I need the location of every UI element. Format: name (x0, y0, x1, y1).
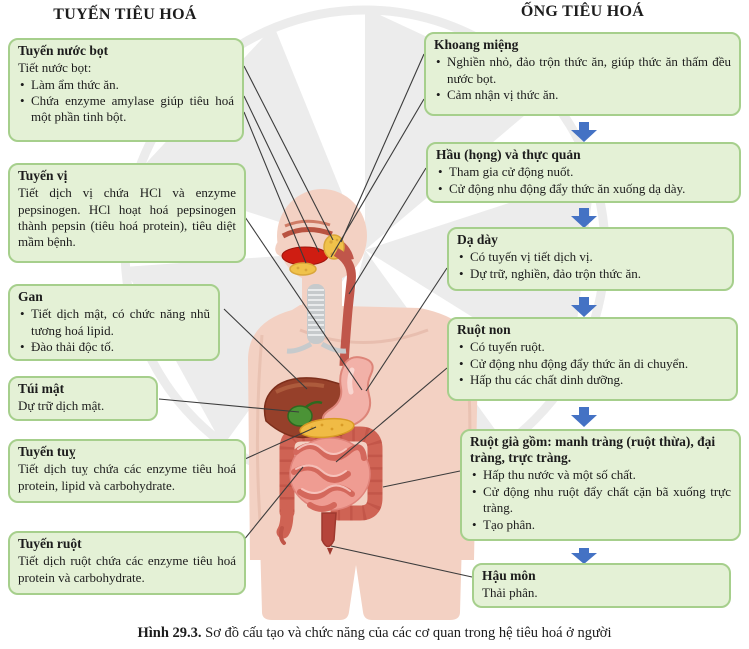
digestive-organs-illustration (263, 356, 383, 555)
stomach-illustration (321, 356, 374, 430)
figure-caption: Hình 29.3. Sơ đồ cấu tạo và chức năng củ… (0, 625, 749, 642)
flow-arrow-icon (571, 122, 597, 142)
box-title: Tuyến vị (18, 168, 68, 183)
box-title: Ruột già gồm: manh tràng (ruột thừa), đạ… (470, 434, 716, 466)
box-tui-mat: Túi mật Dự trữ dịch mật. (8, 376, 158, 421)
flow-arrows (571, 122, 597, 564)
box-bullet: Tham gia cử động nuốt. (436, 164, 731, 181)
figure-caption-text: Sơ đồ cấu tạo và chức năng của các cơ qu… (201, 625, 612, 641)
box-bullet: Cử động nhu động đẩy thức ăn di chuyển. (457, 356, 728, 373)
box-title: Gan (18, 289, 43, 304)
box-tuyen-ruot: Tuyến ruột Tiết dịch ruột chứa các enzym… (8, 531, 246, 595)
box-title: Hầu (họng) và thực quản (436, 147, 581, 162)
box-bullet: Tiết dịch mật, có chức năng nhũ tương ho… (18, 306, 210, 339)
box-title: Ruột non (457, 322, 511, 337)
box-bullet: Đào thải độc tố. (18, 339, 210, 356)
rectum-illustration (321, 512, 337, 555)
box-title: Tuyến tuỵ (18, 444, 76, 459)
box-bullet: Cử động nhu ruột đẩy chất cặn bã xuống t… (470, 484, 731, 517)
box-ruot-gia: Ruột già gồm: manh tràng (ruột thừa), đạ… (460, 429, 741, 541)
box-bullet: Làm ẩm thức ăn. (18, 77, 234, 94)
box-bullet: Nghiền nhỏ, đảo trộn thức ăn, giúp thức … (434, 54, 731, 87)
box-bullet: Dự trữ, nghiền, đảo trộn thức ăn. (457, 266, 724, 283)
box-bullet: Hấp thu nước và một số chất. (470, 467, 731, 484)
box-bullet: Hấp thu các chất dinh dưỡng. (457, 372, 728, 389)
box-tuyen-tuy: Tuyến tuỵ Tiết dịch tuỵ chứa các enzyme … (8, 439, 246, 503)
right-column-title: ỐNG TIÊU HOÁ (520, 3, 645, 20)
box-bullet: Có tuyến ruột. (457, 339, 728, 356)
box-khoang-mieng: Khoang miệng Nghiền nhỏ, đảo trộn thức ă… (424, 32, 741, 116)
box-bullet: Cử động nhu động đẩy thức ăn xuống dạ dà… (436, 181, 731, 198)
box-title: Túi mật (18, 381, 65, 396)
box-tuyen-nuoc-bot: Tuyến nước bọt Tiết nước bọt: Làm ẩm thứ… (8, 38, 244, 142)
box-text: Dự trữ dịch mật. (18, 398, 105, 414)
left-column-title: TUYẾN TIÊU HOÁ (53, 6, 197, 23)
small-intestine-illustration (289, 437, 371, 512)
box-text: Tiết dịch ruột chứa các enzyme tiêu hoá … (18, 553, 236, 585)
box-hau-mon: Hậu môn Thải phân. (472, 563, 731, 608)
flow-arrow-icon (571, 208, 597, 228)
box-title: Khoang miệng (434, 37, 519, 52)
box-da-day: Dạ dày Có tuyến vị tiết dịch vị. Dự trữ,… (447, 227, 734, 291)
flow-arrow-icon (571, 407, 597, 427)
flow-arrow-icon (571, 548, 597, 564)
pancreas-illustration (299, 417, 355, 439)
flow-arrow-icon (571, 297, 597, 317)
box-text: Tiết nước bọt: (18, 60, 92, 76)
box-text: Thải phân. (482, 585, 538, 601)
box-title: Dạ dày (457, 232, 498, 247)
box-title: Tuyến nước bọt (18, 43, 109, 58)
box-ruot-non: Ruột non Có tuyến ruột. Cử động nhu động… (447, 317, 738, 401)
box-hau-thuc-quan: Hầu (họng) và thực quản Tham gia cử động… (426, 142, 741, 203)
box-text: Tiết dịch tuỵ chứa các enzyme tiêu hoá p… (18, 461, 236, 493)
box-title: Tuyến ruột (18, 536, 82, 551)
box-gan: Gan Tiết dịch mật, có chức năng nhũ tươn… (8, 284, 220, 362)
box-bullet: Có tuyến vị tiết dịch vị. (457, 249, 724, 266)
box-bullet: Cảm nhận vị thức ăn. (434, 87, 731, 104)
connector-lines (158, 53, 473, 578)
figure-caption-label: Hình 29.3. (137, 625, 202, 641)
box-tuyen-vi: Tuyến vị Tiết dịch vị chứa HCl và enzyme… (8, 163, 246, 263)
box-bullet: Tạo phân. (470, 517, 731, 534)
box-bullet: Chứa enzyme amylase giúp tiêu hoá một ph… (18, 93, 234, 126)
box-text: Tiết dịch vị chứa HCl và enzyme pepsinog… (18, 185, 236, 250)
box-title: Hậu môn (482, 568, 536, 583)
